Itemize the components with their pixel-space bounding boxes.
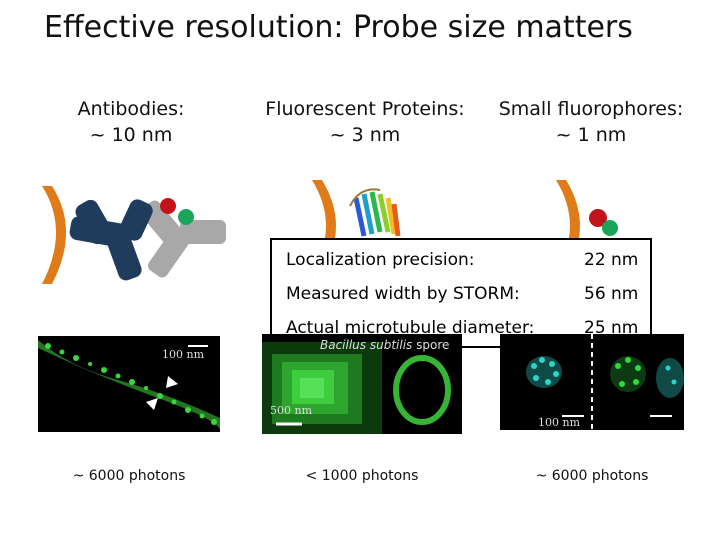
table-key: Actual microtubule diameter: — [286, 318, 535, 338]
fluorescent-proteins-label-line2: ~ 3 nm — [329, 124, 401, 146]
arrowhead-icon — [166, 376, 178, 388]
antibodies-label-line2: ~ 10 nm — [89, 124, 173, 146]
orange-bracket-left — [42, 186, 66, 284]
table-key: Localization precision: — [286, 250, 475, 270]
species-suffix: spore — [416, 338, 450, 352]
green-cell-middle — [610, 356, 646, 392]
antibodies-label: Antibodies: ~ 10 nm — [46, 96, 216, 148]
small-fluorophores-label-line1: Small fluorophores: — [498, 98, 684, 120]
table-value: 22 nm — [584, 250, 639, 270]
arrowhead-icon — [146, 398, 158, 410]
spore-image: Bacillus subtilis spore 500 nm — [262, 334, 462, 434]
small-fluorophore-illustration — [556, 180, 618, 256]
photon-count-antibodies: ~ 6000 photons — [72, 468, 186, 484]
microtubule-image: 100 nm — [38, 336, 220, 432]
table-value: 56 nm — [584, 284, 639, 304]
photon-count-small-fluorophores: ~ 6000 photons — [535, 468, 649, 484]
precision-table: Localization precision: 22 nm Measured w… — [270, 238, 652, 348]
spore-ring — [393, 355, 451, 425]
green-dot-icon — [602, 220, 618, 236]
pixelated-spore-blur — [262, 342, 382, 434]
antibodies-label-line1: Antibodies: — [77, 98, 185, 120]
fluorescent-proteins-label: Fluorescent Proteins: ~ 3 nm — [250, 96, 480, 148]
fluorescent-protein-illustration — [312, 180, 401, 256]
photon-count-fluorescent-proteins: < 1000 photons — [305, 468, 419, 484]
species-name: Bacillus subtilis — [320, 338, 413, 352]
spore-species-label: Bacillus subtilis spore — [320, 338, 449, 352]
microtubule-fluorescence — [38, 340, 220, 430]
small-fluorophores-label-line2: ~ 1 nm — [555, 124, 627, 146]
table-key: Measured width by STORM: — [286, 284, 520, 304]
slide-title: Effective resolution: Probe size matters — [44, 10, 633, 45]
cyan-cell-right — [656, 358, 684, 398]
table-row: Actual microtubule diameter: 25 nm — [272, 312, 650, 344]
scale-bar-label: 100 nm — [538, 416, 581, 429]
red-dot-icon — [160, 198, 176, 214]
table-row: Measured width by STORM: 56 nm — [272, 278, 650, 310]
antibody-illustration — [42, 186, 226, 284]
green-dot-icon — [178, 209, 194, 225]
table-value: 25 nm — [584, 318, 639, 338]
red-dot-icon — [589, 209, 607, 227]
fluorescent-proteins-label-line1: Fluorescent Proteins: — [265, 98, 465, 120]
orange-bracket-right — [556, 180, 580, 256]
table-row: Localization precision: 22 nm — [272, 244, 650, 276]
small-fluorophores-label: Small fluorophores: ~ 1 nm — [486, 96, 696, 148]
cell-pair-image: 100 nm — [500, 334, 684, 430]
orange-bracket-middle — [312, 180, 336, 256]
cyan-cell-left — [526, 356, 562, 388]
scale-bar-label: 500 nm — [270, 404, 313, 417]
scale-bar-label: 100 nm — [162, 348, 205, 361]
primary-antibody-icon — [69, 199, 153, 281]
gfp-barrel-icon — [349, 188, 401, 237]
